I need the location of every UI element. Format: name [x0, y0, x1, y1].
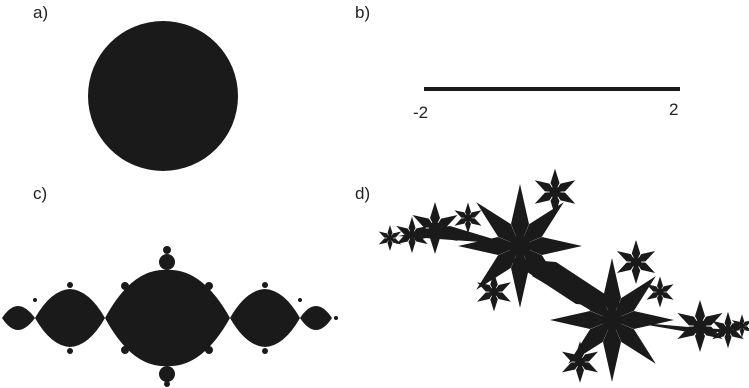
- basilica-julia-set: [2, 246, 338, 387]
- filled-disk: [88, 21, 238, 171]
- segment-right-value: 2: [669, 100, 679, 119]
- panel-a-label: a): [33, 3, 49, 22]
- panel-c-label: c): [33, 184, 48, 203]
- dendrite-julia-set: [377, 168, 749, 383]
- panel-d-label: d): [355, 184, 371, 203]
- panel-b-label: b): [355, 3, 371, 22]
- segment-left-value: -2: [413, 103, 429, 122]
